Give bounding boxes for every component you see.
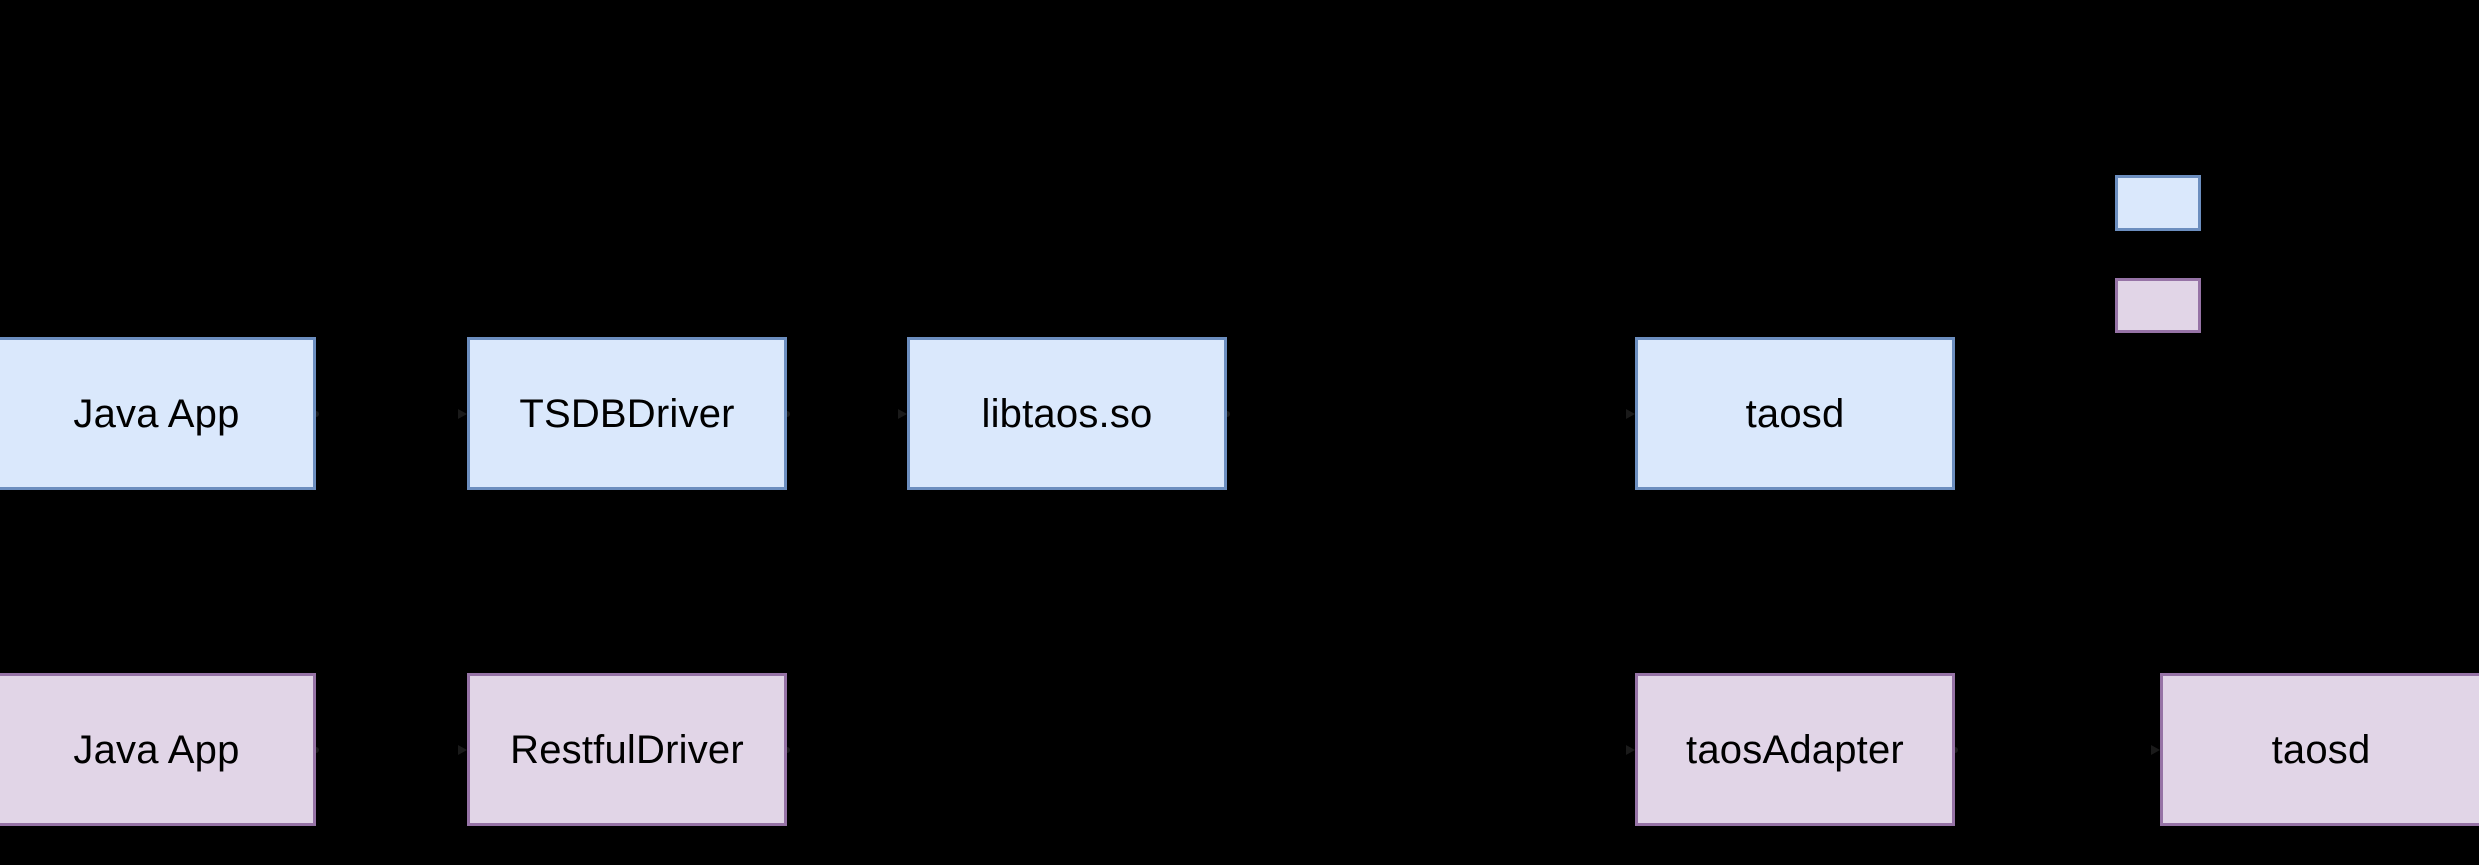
node-label: taosAdapter: [1686, 727, 1904, 772]
legend-swatch-legend-native: [2115, 175, 2201, 231]
node-label: libtaos.so: [981, 391, 1153, 436]
connector-origin-dot: [1224, 411, 1230, 417]
connector-java-app-native-to-tsdb-driver: [316, 413, 467, 415]
arrow-head-icon: [458, 745, 467, 755]
node-libtaos-so[interactable]: libtaos.so: [907, 337, 1227, 490]
arrow-head-icon: [2151, 745, 2160, 755]
node-label: Java App: [73, 391, 240, 436]
arrow-head-icon: [1626, 745, 1635, 755]
connector-taos-adapter-to-taosd-rest: [1955, 749, 2160, 751]
node-taos-adapter[interactable]: taosAdapter: [1635, 673, 1955, 826]
node-taosd-native[interactable]: taosd: [1635, 337, 1955, 490]
node-taosd-rest[interactable]: taosd: [2160, 673, 2479, 826]
connector-libtaos-so-to-taosd-native: [1227, 413, 1635, 415]
connector-origin-dot: [313, 411, 319, 417]
node-label: Java App: [73, 727, 240, 772]
arrow-head-icon: [1626, 409, 1635, 419]
node-tsdb-driver[interactable]: TSDBDriver: [467, 337, 787, 490]
node-label: TSDBDriver: [519, 391, 735, 436]
connector-origin-dot: [313, 747, 319, 753]
node-label: taosd: [1745, 391, 1845, 436]
legend-swatch-legend-rest: [2115, 278, 2201, 333]
arrow-head-icon: [458, 409, 467, 419]
node-restful-driver[interactable]: RestfulDriver: [467, 673, 787, 826]
connector-origin-dot: [784, 747, 790, 753]
node-java-app-rest[interactable]: Java App: [0, 673, 316, 826]
connector-tsdb-driver-to-libtaos-so: [787, 413, 907, 415]
arrow-head-icon: [898, 409, 907, 419]
connector-restful-driver-to-taos-adapter: [787, 749, 1635, 751]
connector-origin-dot: [784, 411, 790, 417]
connector-java-app-rest-to-restful-driver: [316, 749, 467, 751]
node-label: taosd: [2271, 727, 2371, 772]
node-java-app-native[interactable]: Java App: [0, 337, 316, 490]
connector-origin-dot: [1952, 747, 1958, 753]
node-label: RestfulDriver: [510, 727, 744, 772]
